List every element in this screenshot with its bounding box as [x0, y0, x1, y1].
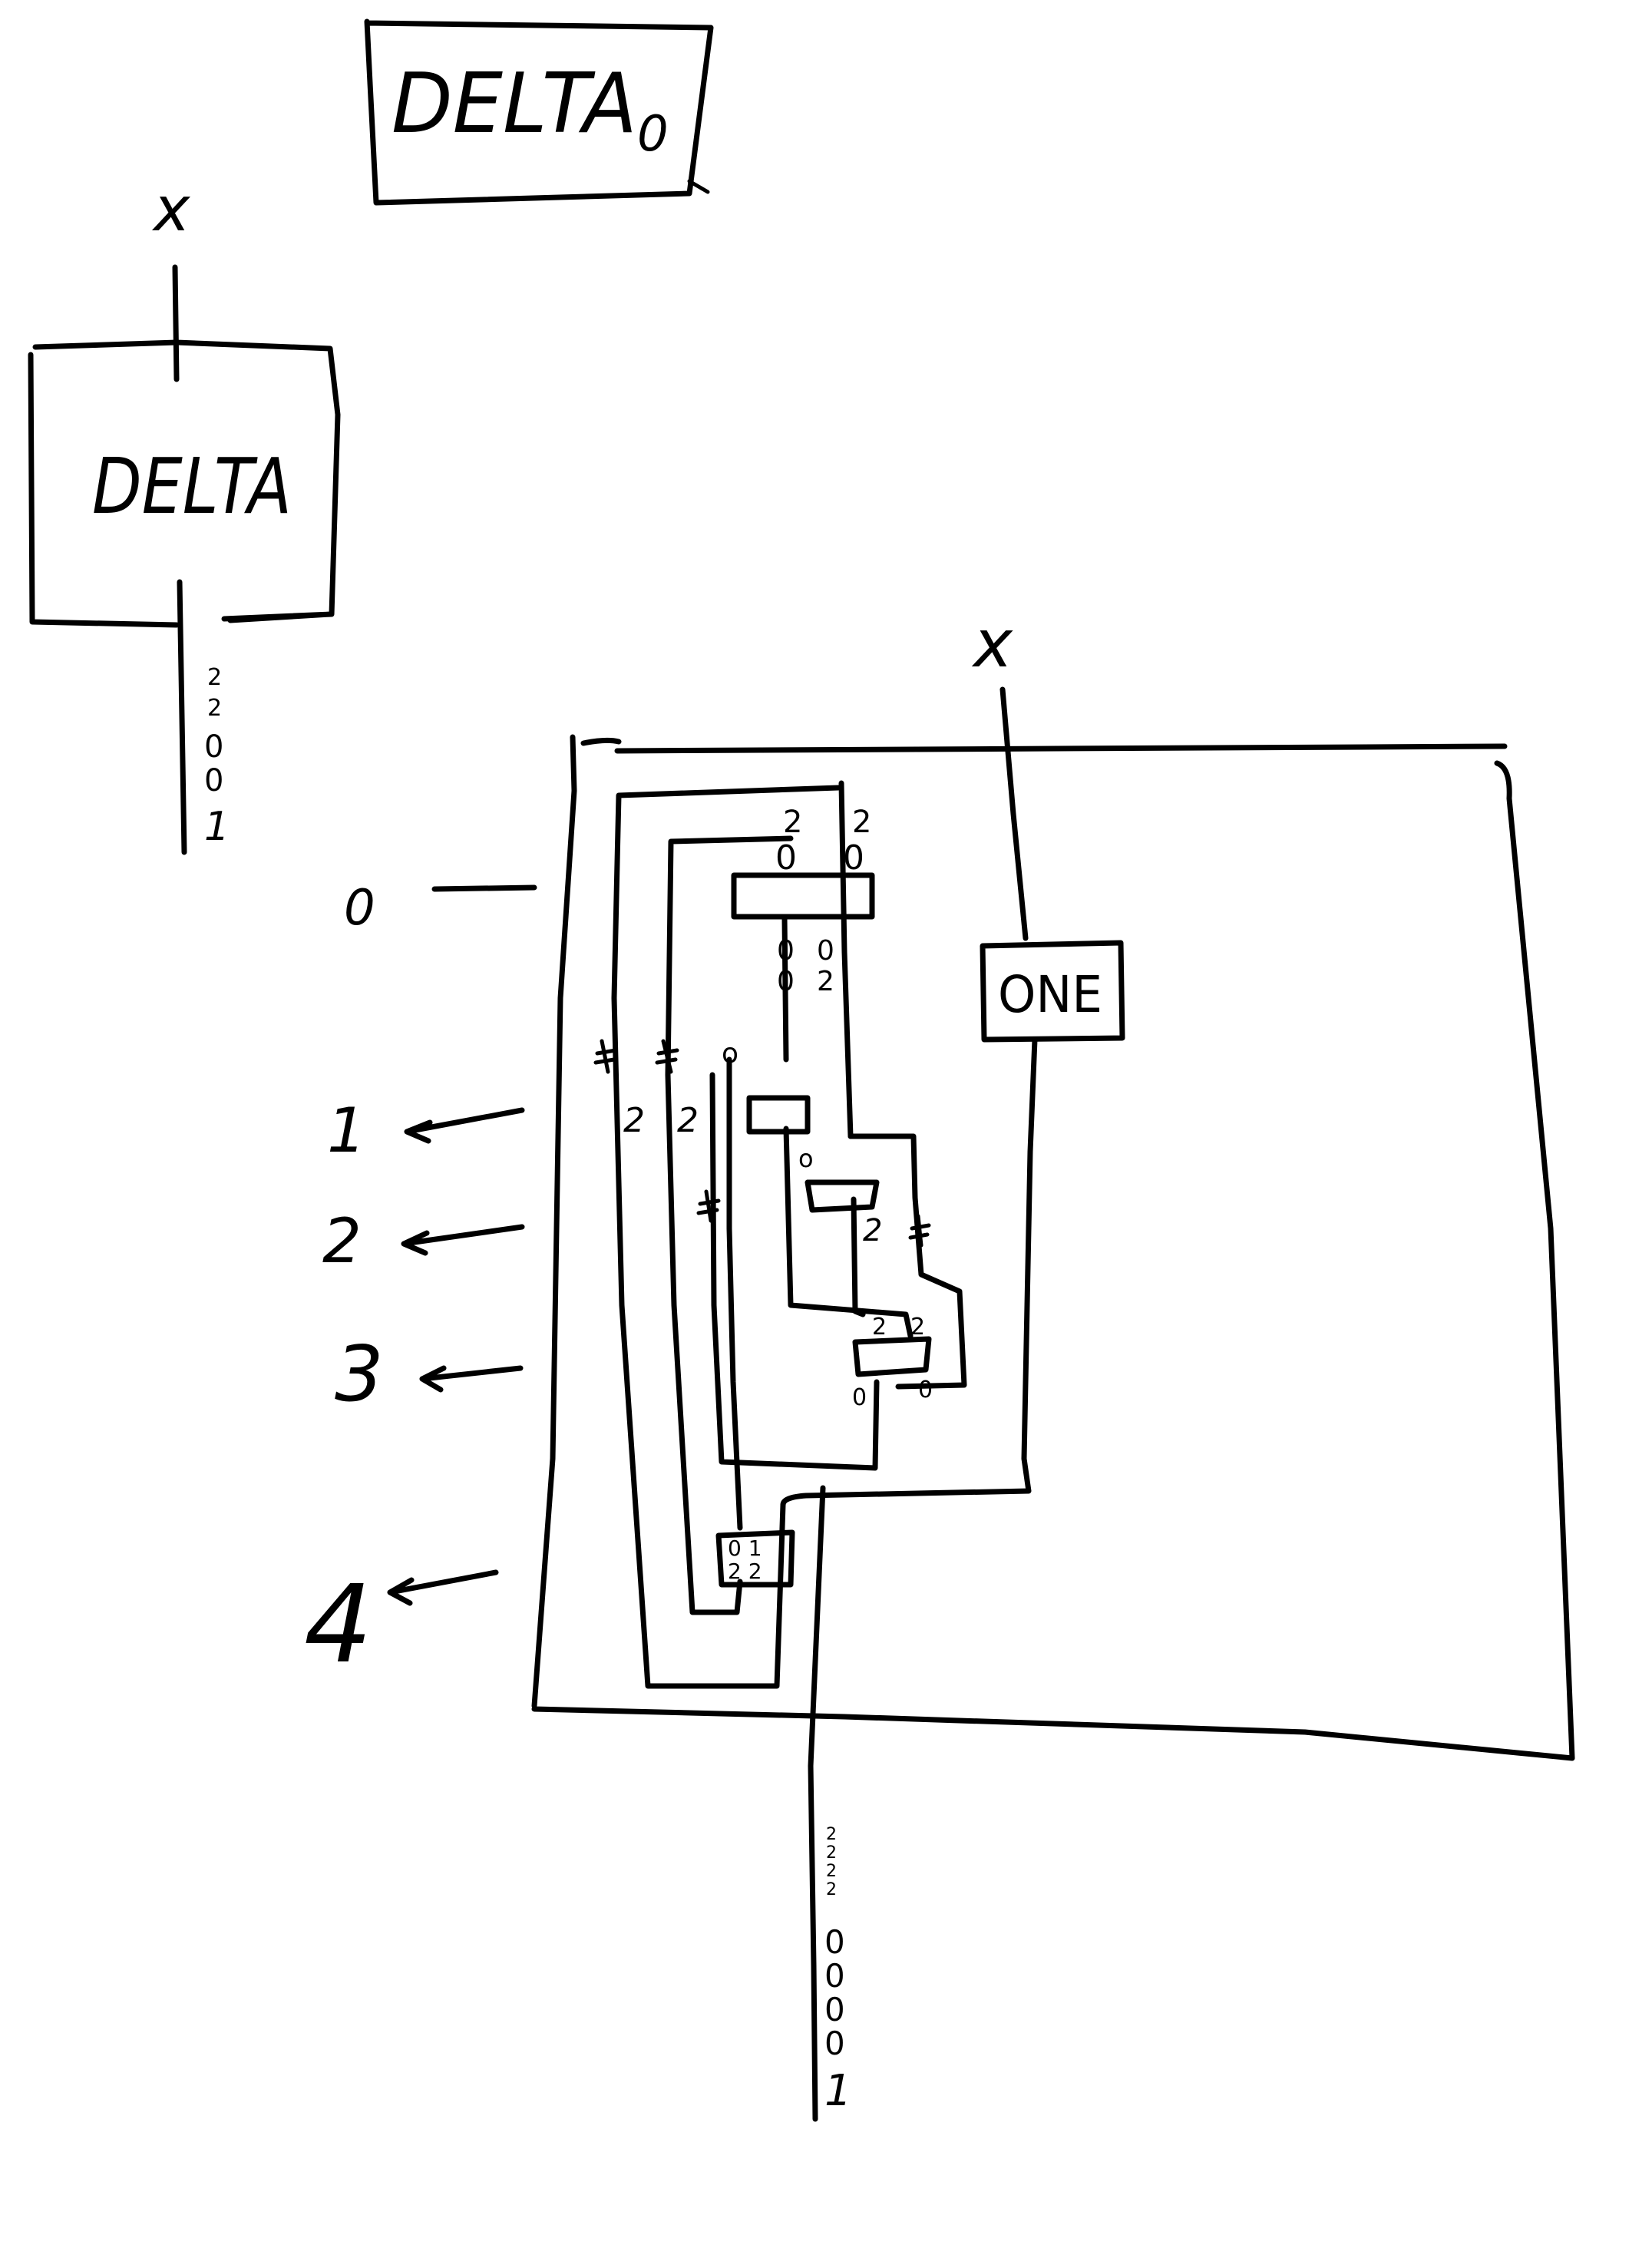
output-digit: 0	[824, 1923, 845, 1961]
port-4-arrow	[387, 1569, 499, 1606]
port-0: 0	[344, 880, 537, 937]
wire-center-a	[781, 915, 789, 1063]
output-digit: 0	[824, 1991, 845, 2028]
wire-to-gate4	[709, 1072, 880, 1471]
one-output-wire	[780, 1036, 1038, 1508]
wire-mid-drop	[726, 1056, 743, 1531]
symbol-output-digits: 2 2 0 0 1	[204, 664, 230, 850]
bottom-gate-bottom: 2 2	[728, 1559, 762, 1584]
wire-right-drop	[838, 780, 854, 1139]
top-gate-output: 2	[817, 966, 834, 997]
top-gate-output: 0	[817, 935, 834, 967]
symbol-output-digit: 0	[204, 729, 223, 765]
port-3-label: 3	[335, 1329, 384, 1419]
wire-output	[808, 1485, 826, 2122]
output-digit: 2	[826, 1880, 837, 1899]
circuit-output-digits: 2 2 2 2 0 0 0 0 1	[824, 1825, 852, 2116]
output-digit: 2	[826, 1825, 837, 1844]
symbol-output-wire	[177, 579, 187, 855]
title-subscript: 0	[637, 106, 669, 163]
delta0-circuit: x ONE 0 1 2 3 4	[304, 606, 1575, 2122]
one-box-label: ONE	[998, 965, 1102, 1024]
equals-mark	[696, 1189, 721, 1223]
port-0-wire	[431, 884, 537, 892]
output-digit: 1	[824, 2066, 852, 2116]
gate-2-mark: o	[798, 1144, 814, 1173]
symbol-output-digit: 0	[204, 763, 223, 798]
top-gate-input: 0	[775, 838, 797, 878]
wire-right-loop	[847, 1133, 967, 1390]
port-2: 2	[322, 1205, 525, 1277]
one-box-outline	[980, 940, 1125, 1043]
gate-3-label: 2	[872, 1314, 887, 1341]
port-3-arrow	[419, 1365, 524, 1393]
symbol-box-outline	[28, 339, 341, 628]
port-1-arrow	[404, 1107, 525, 1144]
symbol-output-digit: 2	[207, 695, 222, 722]
port-2-label: 2	[322, 1205, 362, 1277]
port-1: 1	[327, 1095, 525, 1166]
top-gate	[731, 872, 875, 920]
title-box: DELTA 0	[364, 18, 714, 206]
wire-center-b	[783, 1126, 914, 1339]
wire-gate2-branch	[851, 1196, 866, 1317]
equals-mark	[655, 1039, 679, 1074]
symbol-output-digit: 2	[207, 664, 222, 691]
top-gate-output: 0	[777, 966, 795, 997]
circuit-input-wire	[999, 686, 1029, 941]
output-digit: 2	[826, 1862, 837, 1881]
bottom-gate	[715, 1529, 795, 1588]
port-3: 3	[335, 1329, 524, 1419]
wire-outer-loop	[611, 785, 841, 1689]
port-4: 4	[304, 1562, 499, 1688]
wire-label: 2	[677, 1101, 699, 1140]
equals-mark	[593, 1039, 618, 1074]
port-1-label: 1	[327, 1095, 366, 1166]
top-gate-label-above: 2	[783, 805, 802, 840]
output-digit: 2	[826, 1843, 837, 1863]
equals-mark	[908, 1214, 931, 1248]
symbol-output-digit: 1	[204, 804, 230, 850]
top-gate-label-above: 2	[852, 805, 871, 840]
gate-3	[852, 1336, 932, 1377]
output-digit: 0	[824, 2025, 845, 2062]
wire-label: 2	[623, 1101, 645, 1140]
circuit-frame	[531, 734, 1575, 1761]
top-gate-input: 0	[843, 838, 864, 878]
wire-inner-loop	[665, 835, 794, 1615]
port-2-arrow	[401, 1224, 525, 1256]
gate-1	[746, 1095, 811, 1135]
gate-3-output: 0	[918, 1377, 933, 1403]
port-0-label: 0	[344, 880, 375, 937]
port-4-label: 4	[304, 1562, 372, 1688]
top-gate-output: 0	[777, 935, 795, 967]
symbol-box-label: DELTA	[92, 441, 292, 531]
output-digit: 0	[824, 1957, 845, 1995]
gate-3-output: 0	[852, 1384, 867, 1411]
delta-symbol-block: x DELTA 2 2 0 0 1	[28, 174, 341, 855]
symbol-input-label: x	[151, 174, 191, 245]
symbol-input-wire	[172, 264, 180, 382]
bottom-gate-top: 0 1	[728, 1536, 762, 1561]
wire-label: 2	[863, 1213, 882, 1248]
gate-2	[805, 1179, 880, 1213]
title-text: DELTA	[392, 56, 637, 152]
gate-1-mark: o	[722, 1038, 738, 1069]
circuit-input-label: x	[971, 606, 1013, 683]
gate-3-label: 2	[910, 1314, 925, 1341]
